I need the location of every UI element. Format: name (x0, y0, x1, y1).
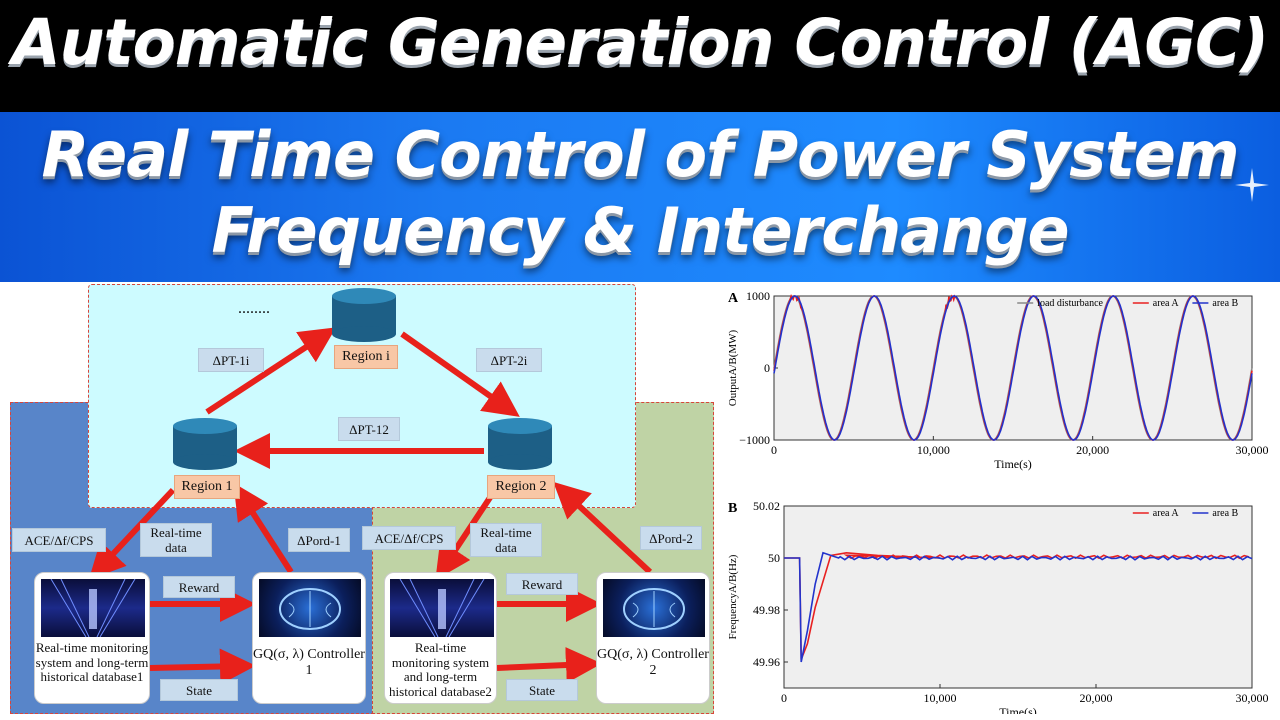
controller-text-1: GQ(σ, λ) Controller 1 (253, 647, 365, 678)
y-tick-label: 49.96 (753, 655, 780, 669)
subtitle-line-1: Real Time Control of Power System (41, 118, 1240, 191)
x-tick-label: 30,000 (1236, 443, 1269, 457)
x-tick-label: 10,000 (917, 443, 950, 457)
region-2-text: Region 2 (495, 479, 547, 494)
reward-label-2: Reward (506, 573, 578, 595)
y-axis-label: OutputA/B(MW) (727, 329, 739, 406)
server-room-image (390, 578, 494, 638)
monitor-text-2: Real-time monitoring system and long-ter… (389, 640, 492, 699)
title-band (0, 0, 1280, 112)
y-tick-label: −1000 (739, 433, 770, 447)
realtime-data-label-2: Real-time data (470, 523, 542, 557)
server-room-drawing (50, 578, 136, 638)
tie-line-label-2i: ΔPT-2i (476, 348, 542, 372)
brain-icon (603, 579, 705, 637)
subtitle-line-2: Frequency & Interchange (211, 194, 1069, 267)
brain-drawing (623, 588, 685, 630)
y-tick-label: 50 (768, 551, 780, 565)
server-room-drawing (399, 578, 485, 638)
arrow-state-2 (496, 647, 602, 684)
arrow-ctrl1-to-r1 (233, 482, 294, 574)
brain-drawing (279, 588, 341, 630)
controller-text-2: GQ(σ, λ) Controller 2 (597, 647, 709, 678)
y-tick-label: 49.98 (753, 603, 780, 617)
region-1-label: Region 1 (174, 475, 240, 499)
database-icon-region-2 (488, 418, 552, 470)
plot-area (783, 505, 1253, 689)
y-tick-label: 50.02 (753, 499, 780, 513)
more-regions-dots: ........ (238, 300, 270, 317)
database-icon-region-i (332, 288, 396, 342)
arrow-r1-to-ri (205, 327, 337, 415)
subtitle-band (0, 112, 1280, 282)
x-tick-label: 0 (781, 691, 787, 705)
series-area-A (784, 551, 1250, 660)
state-label-1: State (160, 679, 238, 701)
legend-label: load disturbance (1037, 298, 1103, 309)
reward-label-1: Reward (163, 576, 235, 598)
arrow-ri-to-r2 (400, 331, 520, 417)
region-i-label: Region i (334, 345, 398, 369)
x-tick-label: 0 (771, 443, 777, 457)
region-1-text: Region 1 (181, 479, 233, 494)
ace-label-2: ACE/Δf/CPS (362, 526, 456, 550)
ord-label-1: ΔPord-1 (288, 528, 350, 552)
x-tick-label: 20,000 (1080, 691, 1113, 705)
series-area-B (784, 551, 1253, 663)
x-tick-label: 30,000 (1236, 691, 1269, 705)
x-tick-label: 20,000 (1076, 443, 1109, 457)
sparkle-icon (1235, 168, 1269, 202)
x-axis-label: Time(s) (994, 457, 1032, 471)
database-icon-region-1 (173, 418, 237, 470)
legend-label: area B (1212, 298, 1238, 309)
arrow-r1-to-monitor1 (88, 487, 176, 580)
monitor-card-2: Real-time monitoring system and long-ter… (384, 572, 497, 704)
panel-letter: B (728, 501, 737, 516)
arrow-ctrl2-to-r2 (553, 481, 653, 575)
monitor-text-1: Real-time monitoring system and long-ter… (35, 640, 149, 685)
chart-b-frequency: B 0 10,000 20,000 30,000 50.02 50 49.98 49.96Tim… (727, 499, 1269, 714)
y-tick-label: 1000 (746, 289, 770, 303)
realtime-data-label-1: Real-time data (140, 523, 212, 557)
monitor-card-1: Real-time monitoring system and long-ter… (34, 572, 150, 704)
arrow-r2-to-monitor2 (435, 488, 498, 581)
x-axis-label: Time(s) (999, 705, 1037, 714)
legend-label: area B (1212, 508, 1238, 519)
y-tick-label: 0 (764, 361, 770, 375)
tie-line-label-12: ΔPT-12 (338, 417, 400, 441)
x-tick-label: 10,000 (924, 691, 957, 705)
content-area: ........ Region i Region 1 Region 2 ΔPT-… (0, 282, 1280, 720)
controller-card-1: GQ(σ, λ) Controller 1 (252, 572, 366, 704)
region-i-text: Region i (342, 349, 390, 364)
series-area-B (773, 295, 1253, 441)
agc-diagram: ........ Region i Region 1 Region 2 ΔPT-… (0, 282, 722, 720)
brain-icon (259, 579, 361, 637)
diagram-arrows (88, 288, 653, 685)
arrow-state-1 (149, 648, 256, 685)
server-room-image (41, 578, 145, 638)
legend-label: area A (1153, 298, 1180, 309)
controller-card-2: GQ(σ, λ) Controller 2 (596, 572, 710, 704)
page-title: Automatic Generation Control (AGC) (11, 6, 1269, 79)
region-2-label: Region 2 (487, 475, 555, 499)
legend-label: area A (1153, 508, 1180, 519)
ace-label-1: ACE/Δf/CPS (12, 528, 106, 552)
ord-label-2: ΔPord-2 (640, 526, 702, 550)
state-label-2: State (506, 679, 578, 701)
tie-line-label-1i: ΔPT-1i (198, 348, 264, 372)
panel-letter: A (728, 291, 739, 306)
y-axis-label: FrequencyA/B(Hz) (727, 554, 739, 639)
